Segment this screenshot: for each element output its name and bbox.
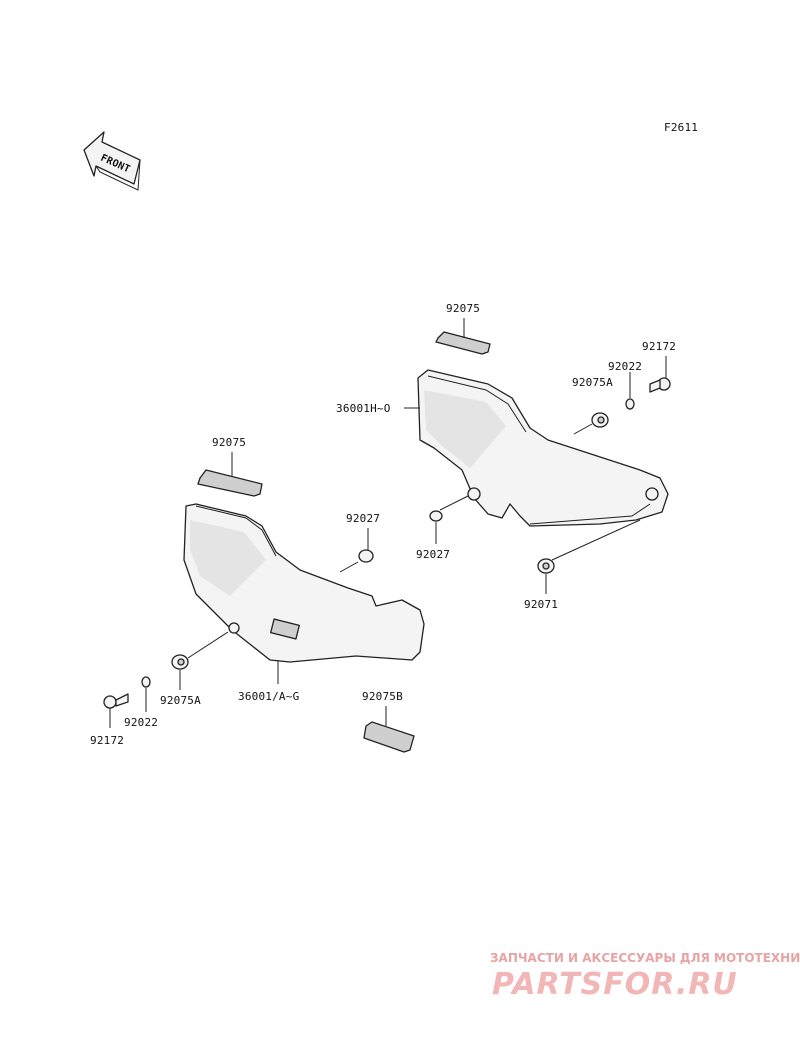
lower-strip-b <box>363 706 415 753</box>
lower-strip <box>197 452 263 497</box>
label-upper-cover: 36001H~O <box>336 402 391 415</box>
upper-grommet-a-icon <box>573 412 609 435</box>
label-upper-grommet: 92071 <box>524 598 558 611</box>
upper-strip <box>435 318 491 355</box>
front-arrow-icon: FRONT <box>83 131 141 191</box>
diagram-code: F2611 <box>664 121 698 134</box>
watermark-tagline: ЗАПЧАСТИ И АКСЕССУАРЫ ДЛЯ МОТОТЕХНИКИ <box>490 951 800 965</box>
upper-side-cover <box>404 369 669 527</box>
lower-grommet-a-icon <box>171 631 229 690</box>
label-lower-strip-b: 92075B <box>362 690 403 703</box>
label-upper-grommet-a: 92075A <box>572 376 613 389</box>
label-upper-bolt: 92172 <box>642 340 676 353</box>
lower-damper-icon <box>339 528 374 573</box>
lower-washer-icon <box>141 676 151 712</box>
lower-side-cover <box>183 503 425 684</box>
watermark-logo: PARTSFOR.RU <box>492 967 738 1002</box>
lower-bolt-icon <box>103 693 129 728</box>
label-lower-strip: 92075 <box>212 436 246 449</box>
label-upper-washer: 92022 <box>608 360 642 373</box>
label-lower-cover: 36001/A~G <box>238 690 299 703</box>
label-lower-grommet-a: 92075A <box>160 694 201 707</box>
label-lower-washer: 92022 <box>124 716 158 729</box>
upper-damper-icon <box>429 495 469 544</box>
label-lower-damper: 92027 <box>346 512 380 525</box>
label-lower-bolt: 92172 <box>90 734 124 747</box>
label-upper-damper: 92027 <box>416 548 450 561</box>
upper-grommet-icon <box>537 519 641 594</box>
upper-bolt-icon <box>649 356 671 393</box>
label-upper-strip: 92075 <box>446 302 480 315</box>
upper-washer-icon <box>625 372 635 410</box>
